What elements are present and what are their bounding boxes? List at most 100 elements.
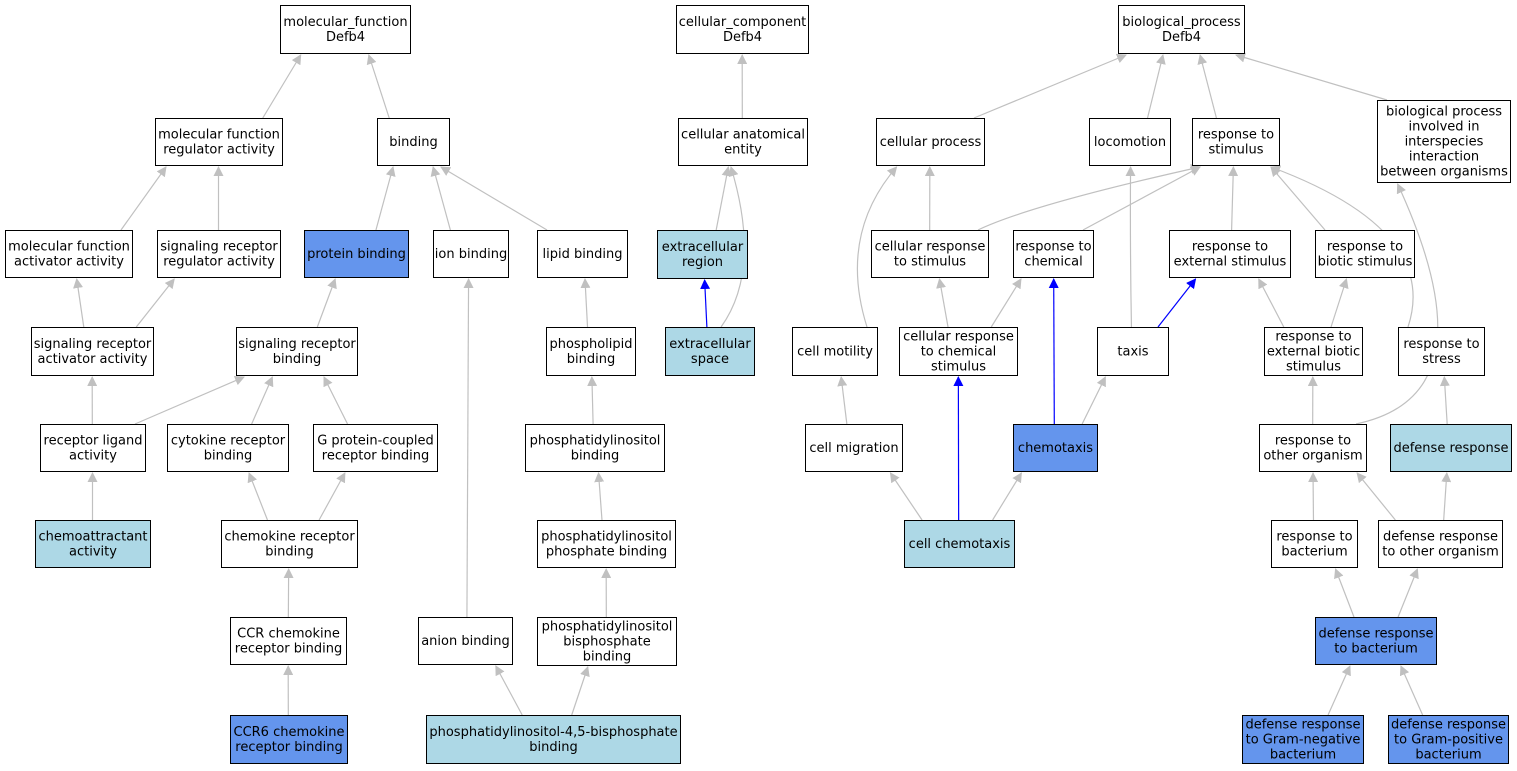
- node-defense: defense response: [1390, 424, 1512, 472]
- node-label: activity: [69, 449, 117, 464]
- node-label: involved in: [1408, 120, 1479, 135]
- node-box: [525, 424, 665, 472]
- node-chemotaxis: chemotaxis: [1013, 424, 1098, 472]
- node-box: [537, 230, 628, 278]
- node-box: [871, 230, 989, 278]
- edge-phospholipid-to-lipid-binding: [580, 278, 591, 328]
- node-label: anion binding: [421, 634, 510, 649]
- edge-cell-chemotaxis-to-cell-migration: [889, 472, 923, 521]
- edge-def-gpos-to-def-bact: [1399, 665, 1424, 716]
- edge-ion-binding-to-binding: [430, 166, 451, 231]
- edge-cytokine-to-sig-bind: [251, 376, 274, 425]
- node-box: [221, 520, 358, 568]
- node-label: biological_process: [1122, 15, 1241, 30]
- node-label: binding: [583, 650, 631, 665]
- node-cell-motility: cell motility: [792, 327, 878, 376]
- node-label: to Gram-negative: [1246, 733, 1361, 748]
- node-box: [899, 327, 1018, 376]
- node-box: [676, 5, 809, 54]
- node-label: cytokine receptor: [171, 434, 286, 449]
- node-box: [230, 715, 348, 764]
- node-label: defense response: [1391, 718, 1506, 733]
- node-locomotion: locomotion: [1089, 118, 1171, 166]
- node-lipid-binding: lipid binding: [537, 230, 628, 278]
- node-label: biological process: [1386, 105, 1502, 120]
- edge-taxis-to-resp-ext: [1157, 278, 1197, 328]
- node-label: space: [691, 352, 729, 367]
- node-label: lipid binding: [543, 247, 623, 262]
- node-label: receptor binding: [235, 740, 342, 755]
- node-label: G protein-coupled: [317, 434, 434, 449]
- node-label: bacterium: [1270, 748, 1336, 763]
- node-box: [1089, 118, 1171, 166]
- node-label: chemoattractant: [38, 530, 147, 545]
- node-box: [1192, 118, 1280, 166]
- node-label: stimulus: [1286, 360, 1341, 375]
- edge-sig-act-to-sig-reg: [135, 278, 175, 328]
- node-box: [546, 327, 636, 376]
- node-box: [155, 118, 283, 166]
- node-binding: binding: [377, 118, 450, 166]
- node-box: [426, 715, 681, 764]
- node-label: response to: [1275, 434, 1351, 449]
- edge-layer: [73, 52, 1452, 716]
- node-label: to bacterium: [1334, 642, 1418, 657]
- node-label: chemical: [1024, 255, 1082, 270]
- node-label: binding: [273, 352, 321, 367]
- node-box: [313, 424, 438, 472]
- node-label: extracellular: [662, 240, 744, 255]
- node-box: [537, 520, 676, 568]
- edge-def-other-to-defense: [1441, 472, 1452, 521]
- node-label: signaling receptor: [34, 337, 152, 352]
- node-box: [792, 327, 878, 376]
- node-label: bisphosphate: [563, 635, 650, 650]
- node-box: [876, 118, 985, 166]
- edge-def-other-to-resp-other-org: [1356, 472, 1396, 521]
- node-box: [1013, 424, 1098, 472]
- node-label: response to: [1198, 128, 1274, 143]
- node-label: cellular response: [903, 330, 1014, 345]
- node-box: [1315, 617, 1437, 665]
- node-box: [657, 230, 748, 279]
- node-pip2: phosphatidylinositol-4,5-bisphosphatebin…: [426, 715, 681, 764]
- node-label: molecular function: [8, 240, 130, 255]
- node-label: interaction: [1409, 150, 1479, 165]
- node-box: [904, 520, 1015, 568]
- node-label: phosphatidylinositol: [542, 620, 673, 635]
- node-label: response to: [1192, 240, 1268, 255]
- node-box: [1398, 327, 1485, 376]
- node-label: defense response: [1245, 718, 1360, 733]
- node-box: [665, 327, 755, 376]
- node-label: phosphate binding: [546, 545, 667, 560]
- edge-def-bact-to-resp-bacterium: [1334, 568, 1355, 618]
- node-label: other organism: [1263, 449, 1362, 464]
- node-box: [433, 230, 509, 278]
- edge-cell-migration-to-cell-motility: [837, 376, 848, 425]
- node-label: Defb4: [1162, 30, 1201, 45]
- node-label: cellular anatomical: [681, 128, 805, 143]
- node-label: region: [682, 255, 723, 270]
- edge-ptdins-to-phospholipid: [587, 376, 598, 425]
- node-label: regulator activity: [163, 255, 275, 270]
- edge-mf-act-to-mf-reg: [120, 166, 167, 231]
- node-label: activator activity: [14, 255, 124, 270]
